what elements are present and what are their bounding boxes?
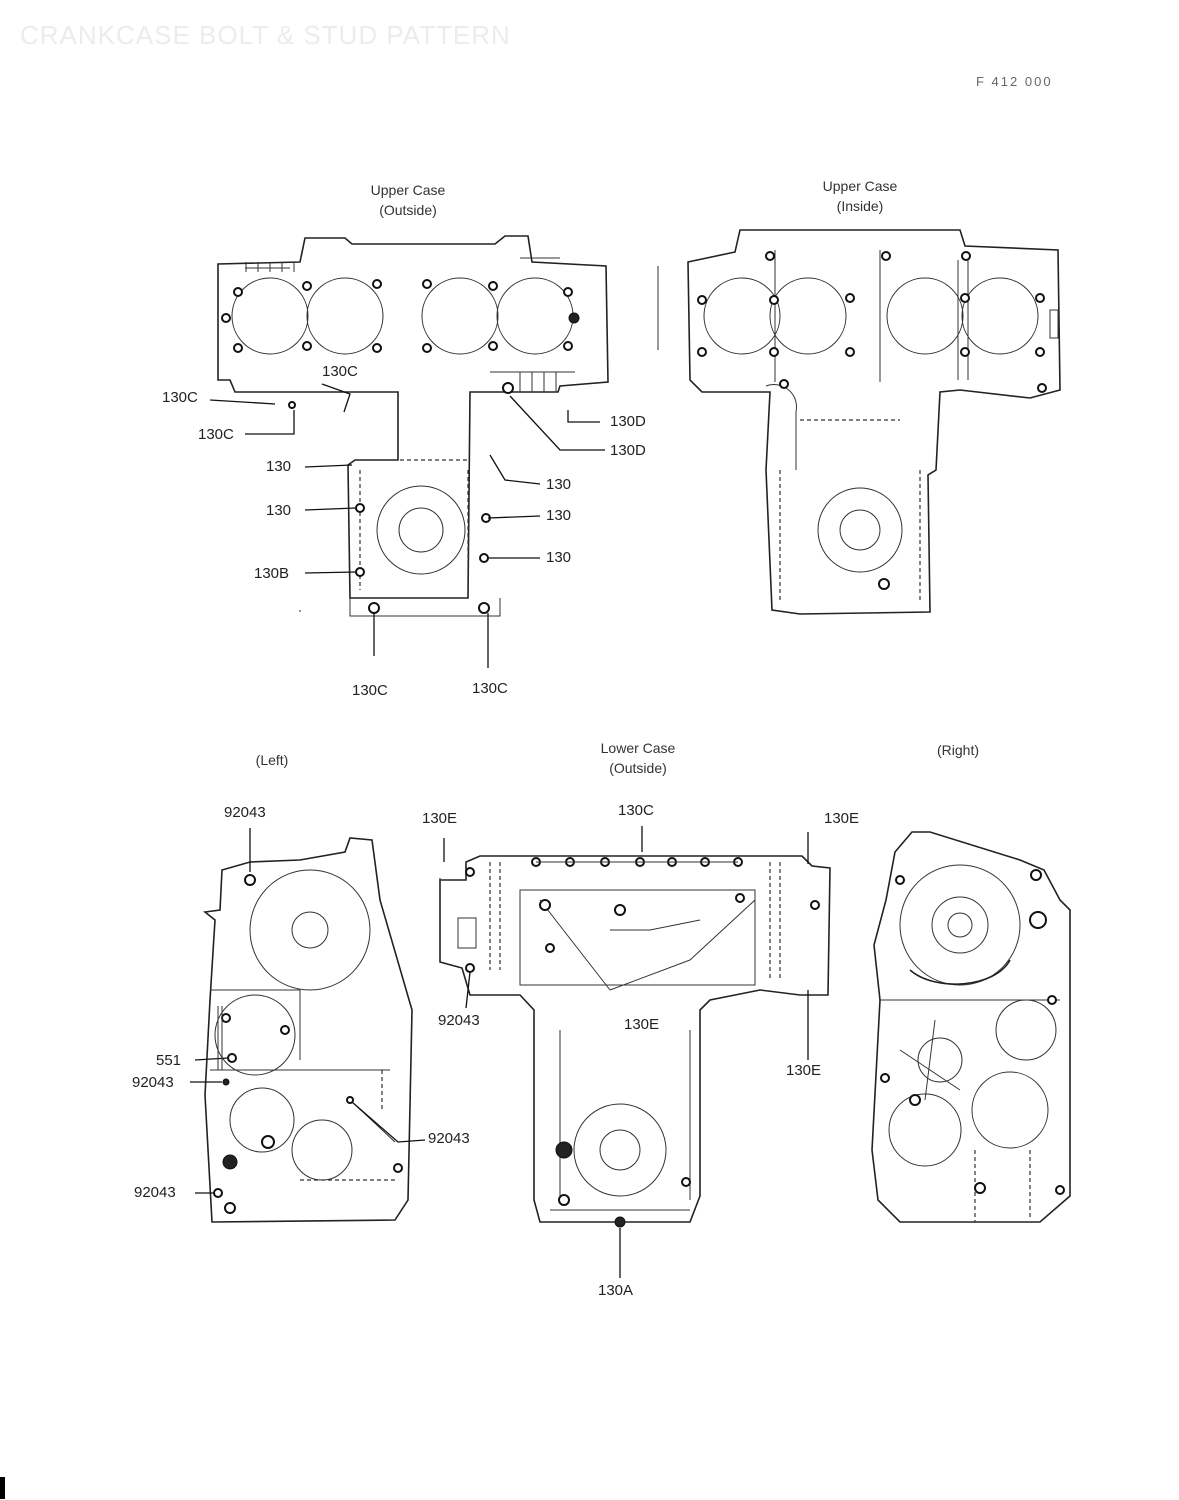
label-left-92043-d: 92043	[134, 1184, 176, 1201]
label-upper-130c-d: 130C	[352, 682, 388, 699]
label-upper-130c-c: 130C	[322, 363, 358, 380]
heading-upper-outside-line2: (Outside)	[379, 202, 437, 218]
heading-left: (Left)	[255, 752, 289, 768]
label-lower-92043: 92043	[438, 1012, 480, 1029]
faint-page-title: CRANKCASE BOLT & STUD PATTERN	[20, 20, 511, 50]
label-upper-130-e: 130	[546, 549, 572, 566]
label-upper-130-b: 130	[266, 502, 292, 519]
upper-case-outside-drawing	[209, 235, 609, 668]
figure-code: F 412 000	[976, 74, 1053, 89]
heading-right: (Right)	[936, 742, 979, 758]
heading-lower-outside-line1: Lower Case	[600, 740, 676, 756]
heading-lower-outside: Lower Case (Outside)	[578, 738, 698, 778]
heading-lower-outside-line2: (Outside)	[609, 760, 667, 776]
label-lower-130c: 130C	[618, 802, 654, 819]
label-lower-130e-a: 130E	[422, 810, 458, 827]
label-upper-130c-a: 130C	[162, 389, 198, 406]
left-side-drawing	[190, 828, 426, 1223]
label-left-92043-c: 92043	[428, 1130, 470, 1147]
label-lower-130e-d: 130E	[786, 1062, 822, 1079]
label-upper-130-a: 130	[266, 458, 292, 475]
label-upper-130b: 130B	[254, 565, 290, 582]
page-edge-mark	[0, 1477, 5, 1499]
label-upper-130d-a: 130D	[610, 413, 646, 430]
right-side-drawing	[871, 831, 1071, 1223]
label-upper-130-d: 130	[546, 507, 572, 524]
upper-case-inside-drawing	[657, 229, 1061, 615]
label-upper-130-c: 130	[546, 476, 572, 493]
label-upper-130d-b: 130D	[610, 442, 646, 459]
heading-upper-outside: Upper Case (Outside)	[348, 180, 468, 220]
heading-upper-outside-line1: Upper Case	[370, 182, 446, 198]
label-left-92043-b: 92043	[132, 1074, 174, 1091]
heading-upper-inside-line2: (Inside)	[836, 198, 884, 214]
label-lower-130a: 130A	[598, 1282, 634, 1299]
label-left-551: 551	[156, 1052, 182, 1069]
label-left-92043-a: 92043	[224, 804, 266, 821]
heading-upper-inside: Upper Case (Inside)	[800, 176, 920, 216]
lower-case-outside-drawing	[439, 826, 831, 1278]
label-lower-130e-c: 130E	[624, 1016, 660, 1033]
label-upper-130c-b: 130C	[198, 426, 234, 443]
label-upper-130c-e: 130C	[472, 680, 508, 697]
label-lower-130e-b: 130E	[824, 810, 860, 827]
heading-upper-inside-line1: Upper Case	[822, 178, 898, 194]
